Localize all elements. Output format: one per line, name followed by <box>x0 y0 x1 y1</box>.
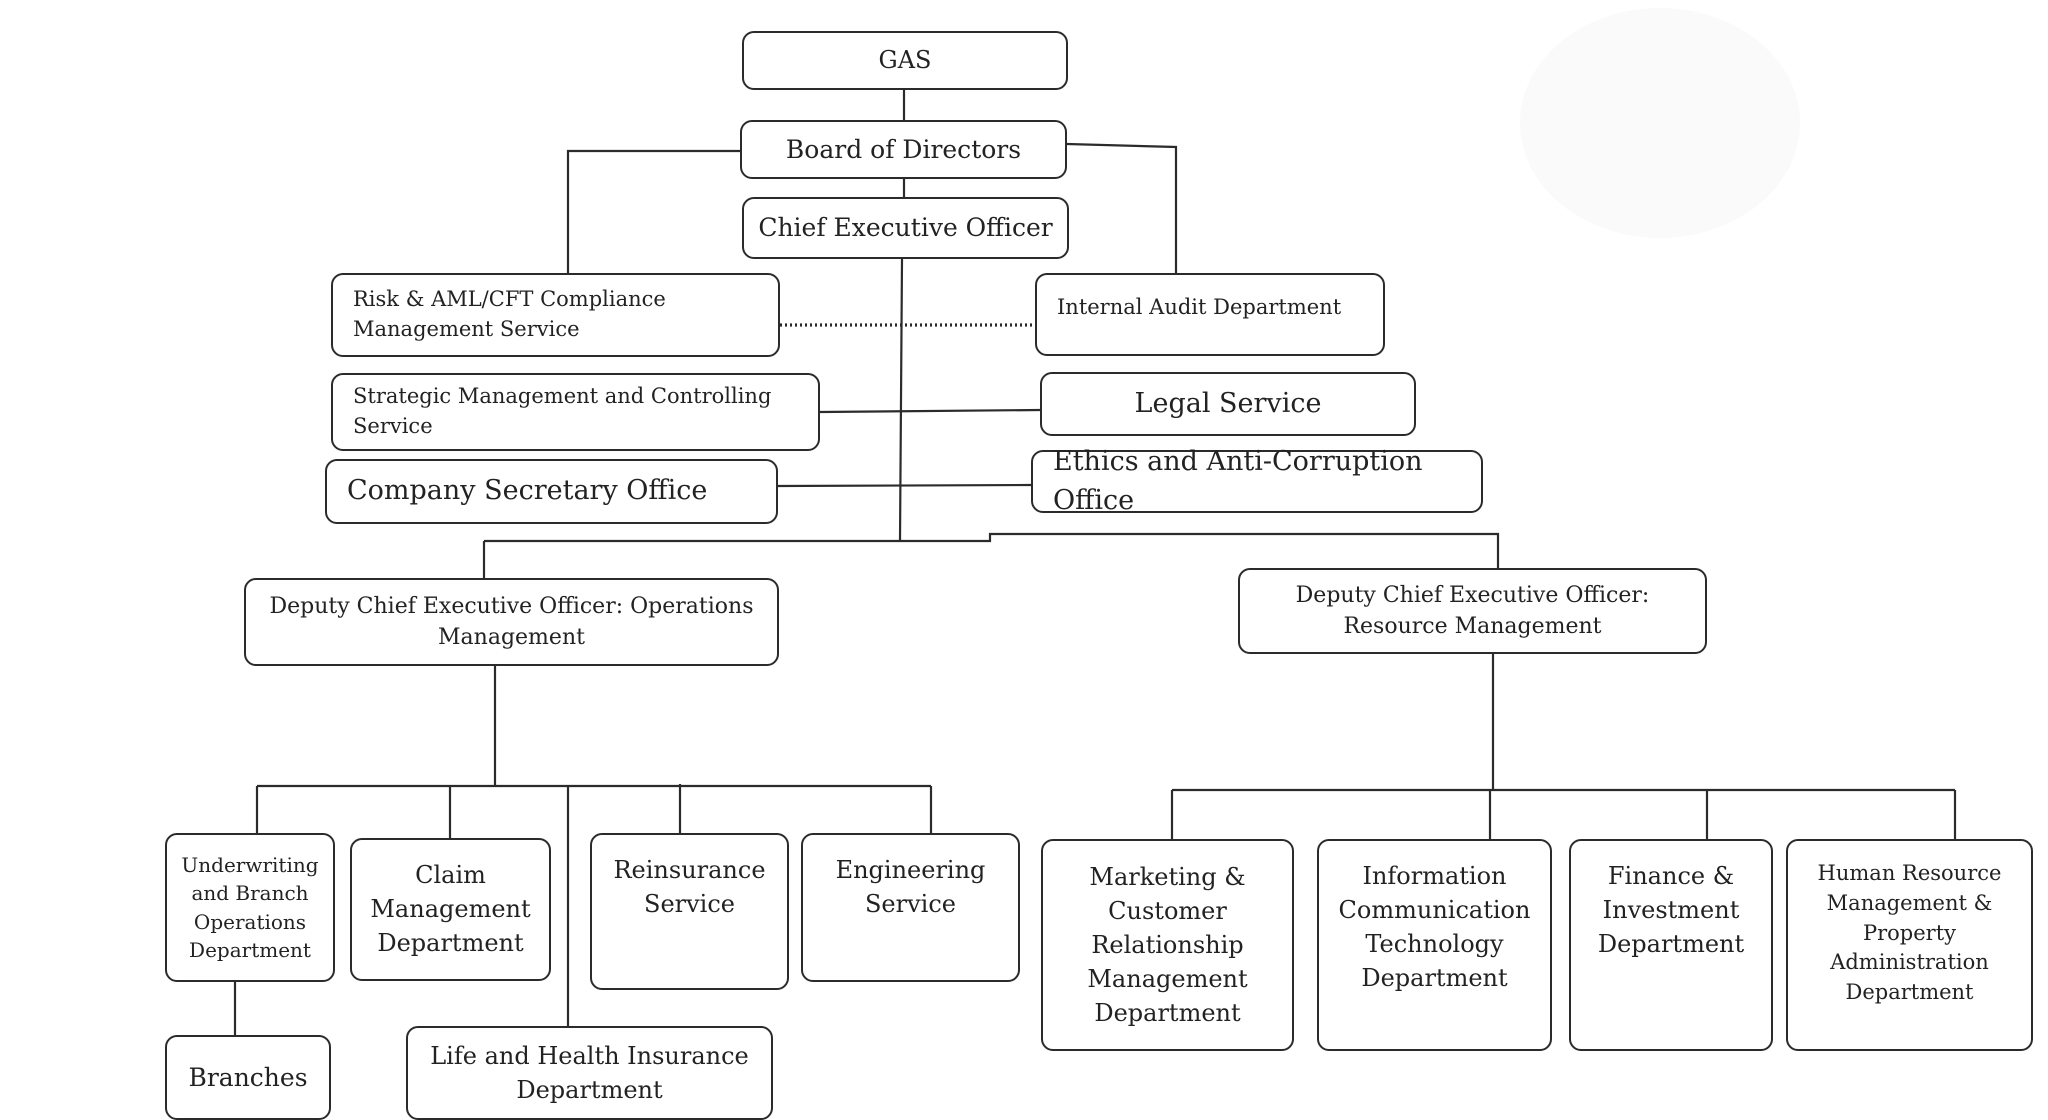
node-hr-property-admin[interactable]: Human Resource Management & Property Adm… <box>1786 839 2033 1051</box>
node-dceo-operations[interactable]: Deputy Chief Executive Officer: Operatio… <box>244 578 779 666</box>
node-life-label: Life and Health Insurance Department <box>430 1041 749 1104</box>
node-branches-label: Branches <box>188 1062 308 1092</box>
node-ict[interactable]: Information Communication Technology Dep… <box>1317 839 1552 1051</box>
node-legal-service[interactable]: Legal Service <box>1040 372 1416 436</box>
node-board-of-directors[interactable]: Board of Directors <box>740 120 1067 179</box>
node-marketing-crm[interactable]: Marketing & Customer Relationship Manage… <box>1041 839 1294 1051</box>
node-internal-audit[interactable]: Internal Audit Department <box>1035 273 1385 356</box>
node-company-secretary[interactable]: Company Secretary Office <box>325 459 778 524</box>
node-finance-label: Finance & Investment Department <box>1597 862 1745 959</box>
connector-board-audit <box>1066 142 1178 273</box>
node-gas-label: GAS <box>878 46 932 75</box>
node-marketing-label: Marketing & Customer Relationship Manage… <box>1087 862 1248 1028</box>
connector-secretary-ethics <box>777 483 1032 488</box>
node-legal-label: Legal Service <box>1134 387 1322 419</box>
node-life-health-insurance[interactable]: Life and Health Insurance Department <box>406 1026 773 1120</box>
node-finance-investment[interactable]: Finance & Investment Department <box>1569 839 1773 1051</box>
node-strategic-management[interactable]: Strategic Management and Controlling Ser… <box>331 373 820 451</box>
node-branches[interactable]: Branches <box>165 1035 331 1120</box>
node-hr-label: Human Resource Management & Property Adm… <box>1817 861 2002 1005</box>
node-dceo-resource[interactable]: Deputy Chief Executive Officer: Resource… <box>1238 568 1707 654</box>
node-underwriting-label: Underwriting and Branch Operations Depar… <box>181 852 319 962</box>
node-engineering-service[interactable]: Engineering Service <box>801 833 1020 982</box>
node-audit-label: Internal Audit Department <box>1057 295 1342 319</box>
connector-board-risk <box>566 149 740 273</box>
node-dceo-res-label: Deputy Chief Executive Officer: Resource… <box>1295 582 1650 639</box>
node-ethics-label: Ethics and Anti-Corruption Office <box>1053 446 1423 516</box>
node-risk-label: Risk & AML/CFT Compliance Management Ser… <box>353 287 666 341</box>
node-dceo-ops-label: Deputy Chief Executive Officer: Operatio… <box>269 593 754 650</box>
connector-strategic <box>819 408 1041 414</box>
node-risk-aml-cft[interactable]: Risk & AML/CFT Compliance Management Ser… <box>331 273 780 357</box>
node-engineering-label: Engineering Service <box>835 856 986 919</box>
node-reinsurance-label: Reinsurance Service <box>613 856 766 919</box>
node-strategic-label: Strategic Management and Controlling Ser… <box>353 384 772 438</box>
node-underwriting-branch-ops[interactable]: Underwriting and Branch Operations Depar… <box>165 833 335 982</box>
node-board-label: Board of Directors <box>785 134 1022 164</box>
node-secretary-label: Company Secretary Office <box>347 475 708 507</box>
node-ethics-anti-corruption[interactable]: Ethics and Anti-Corruption Office <box>1031 446 1483 516</box>
node-gas[interactable]: GAS <box>742 31 1068 90</box>
node-ceo-label: Chief Executive Officer <box>758 213 1053 243</box>
node-reinsurance-service[interactable]: Reinsurance Service <box>590 833 789 990</box>
ceo-trunk <box>898 258 904 542</box>
connector-bar-right <box>900 532 1500 568</box>
node-claim-label: Claim Management Department <box>370 861 531 958</box>
node-claim-management[interactable]: Claim Management Department <box>350 838 551 981</box>
background-smudge <box>1520 8 1800 238</box>
node-ict-label: Information Communication Technology Dep… <box>1338 862 1531 993</box>
node-ceo[interactable]: Chief Executive Officer <box>742 197 1069 259</box>
